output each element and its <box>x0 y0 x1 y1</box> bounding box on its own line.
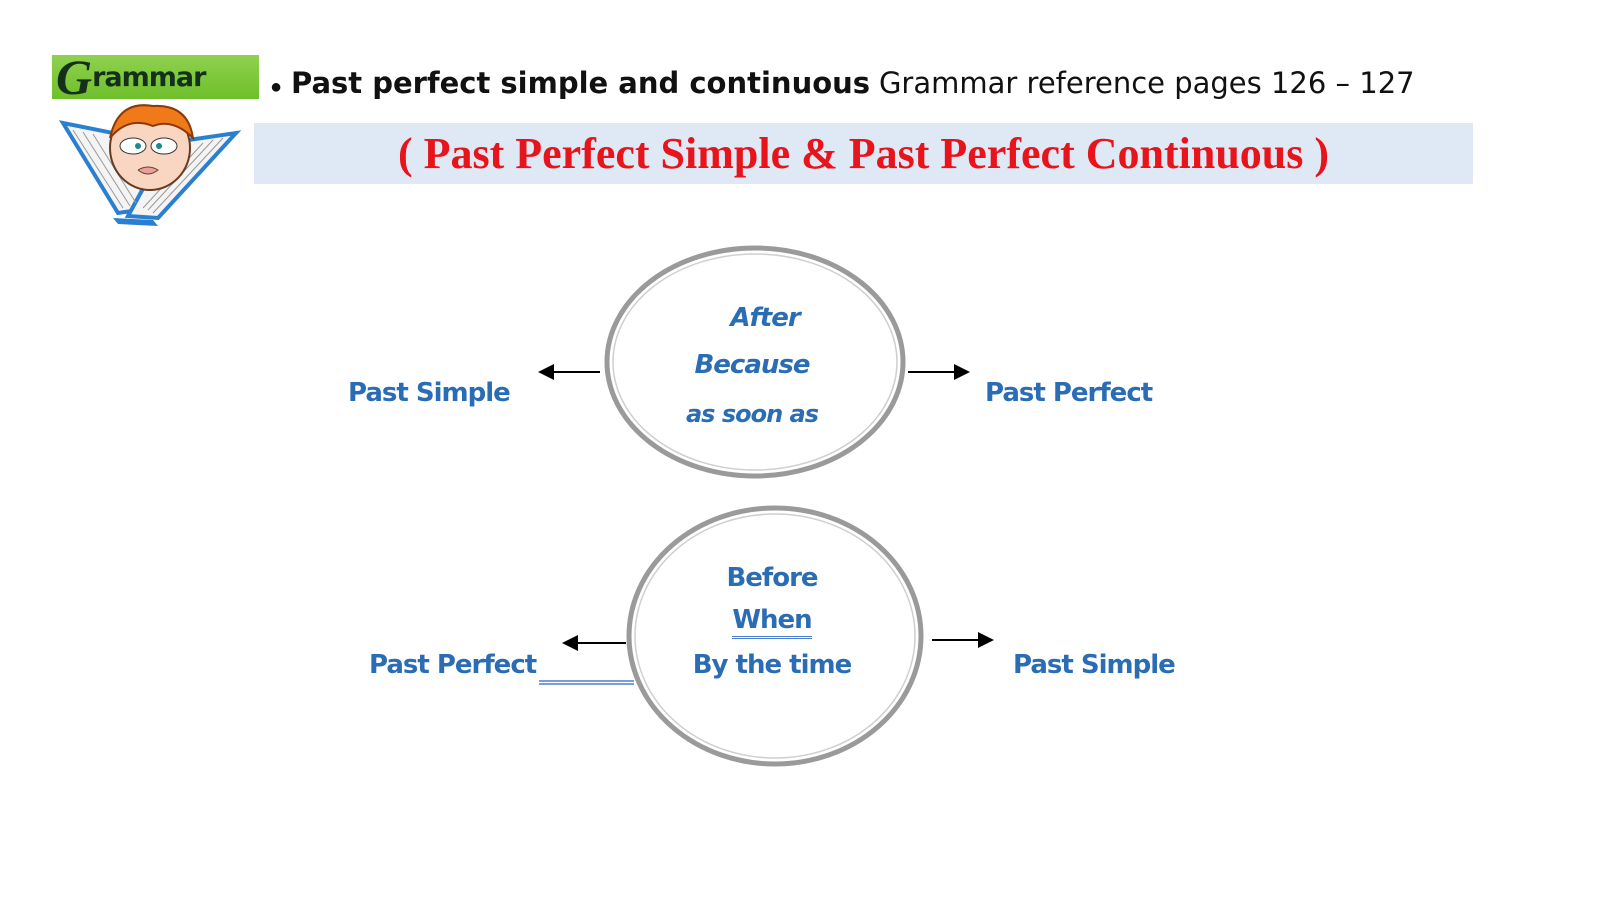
bottom-left-label: Past Perfect <box>369 650 537 680</box>
top-left-label: Past Simple <box>348 378 511 408</box>
connector-word: After <box>730 303 800 333</box>
top-right-label: Past Perfect <box>985 378 1153 408</box>
bottom-circle <box>626 505 924 767</box>
connector-word: Before <box>726 563 818 593</box>
lesson-heading: ● Past perfect simple and continuous Gra… <box>270 64 1415 101</box>
banner-title: ( Past Perfect Simple & Past Perfect Con… <box>397 129 1330 178</box>
grammar-reference: Grammar reference pages 126 – 127 <box>878 66 1415 100</box>
bullet-icon: ● <box>270 76 283 98</box>
blank-underline <box>539 680 634 685</box>
title-banner: ( Past Perfect Simple & Past Perfect Con… <box>254 123 1473 184</box>
topic-title: Past perfect simple and continuous <box>290 66 871 100</box>
mascot-reading-book-icon <box>58 104 242 226</box>
connector-word: By the time <box>692 650 853 680</box>
badge-letter: G <box>56 49 93 105</box>
connector-word: as soon as <box>685 400 819 428</box>
connector-word: When <box>732 605 813 639</box>
badge-text: rammar <box>92 61 206 93</box>
connector-word: Because <box>694 350 810 380</box>
top-circle <box>604 245 906 479</box>
bottom-right-label: Past Simple <box>1013 650 1176 680</box>
